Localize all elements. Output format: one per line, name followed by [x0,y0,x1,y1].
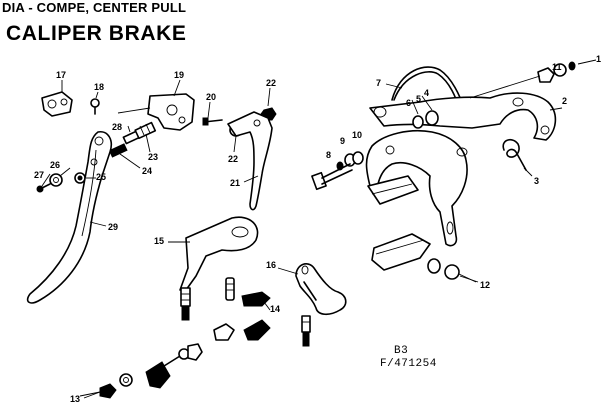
callout-1: 1 [596,54,602,64]
diagram-subtitle: DIA - COMPE, CENTER PULL [2,0,187,15]
screw-27-icon [36,183,51,193]
caliper-brake-assembly [311,61,576,283]
callout-19: 19 [174,70,185,80]
callout-28: 28 [112,122,123,132]
anchor-parts-icon [213,277,271,341]
callout-6: 6 [406,98,412,108]
pivot-bolt-icon [311,163,353,191]
washer-10-icon [427,258,441,274]
pivot-25-icon [74,172,86,184]
callout-14: 14 [270,304,281,314]
nut-1-icon [553,61,576,77]
spring-24-icon [108,143,128,158]
spacer-4-icon [425,110,439,126]
callout-20: 20 [206,92,217,102]
callout-23: 23 [148,152,159,162]
washer-26-icon [49,173,63,187]
clamp-17-icon [41,91,73,117]
diagram-title: CALIPER BRAKE [6,22,187,45]
callout-25: 25 [96,172,107,182]
callout-10: 10 [352,130,363,140]
callout-5: 5 [416,94,422,104]
leader-lines [41,59,597,399]
callout-11: 11 [552,62,562,72]
screw-18-icon [90,98,100,115]
callout-12: 12 [480,280,491,290]
callout-13: 13 [70,394,81,404]
callout-29: 29 [108,222,119,232]
callout-7: 7 [376,78,382,88]
nut-11-icon [469,67,555,99]
washer-6-icon [344,151,364,167]
callout-2: 2 [562,96,568,106]
callout-22-top: 22 [266,78,277,88]
caliper-arm-front-icon [369,92,557,141]
callout-9: 9 [340,136,346,146]
caliper-arm-rear-icon [365,129,468,247]
callout-18: 18 [94,82,105,92]
figure-number: F/471254 [380,358,437,370]
callout-16: 16 [266,260,277,270]
spring-clip-icon [502,138,527,171]
group-code: B3 [394,345,409,357]
cable-hanger-icon [179,216,259,321]
callout-8: 8 [326,150,332,160]
callout-17: 17 [56,70,67,80]
callout-21: 21 [230,178,241,188]
clamp-assembly-icon [79,343,203,399]
callout-22-bottom: 22 [228,154,239,164]
lever-body-icon [117,93,195,131]
callout-3: 3 [534,176,540,186]
long-lever-icon [26,130,113,304]
callout-24: 24 [142,166,153,176]
brake-shoe-icon [371,233,431,271]
short-lever-icon [227,111,273,211]
callout-4: 4 [424,88,430,98]
callout-27: 27 [34,170,45,180]
callout-26: 26 [50,160,61,170]
nut-9-icon [336,161,344,171]
yoke-icon [295,263,347,347]
adjuster-20-icon [202,117,223,126]
barrel-adjuster-icon [134,121,157,140]
washer-5-icon [412,115,424,129]
callout-15: 15 [154,236,165,246]
